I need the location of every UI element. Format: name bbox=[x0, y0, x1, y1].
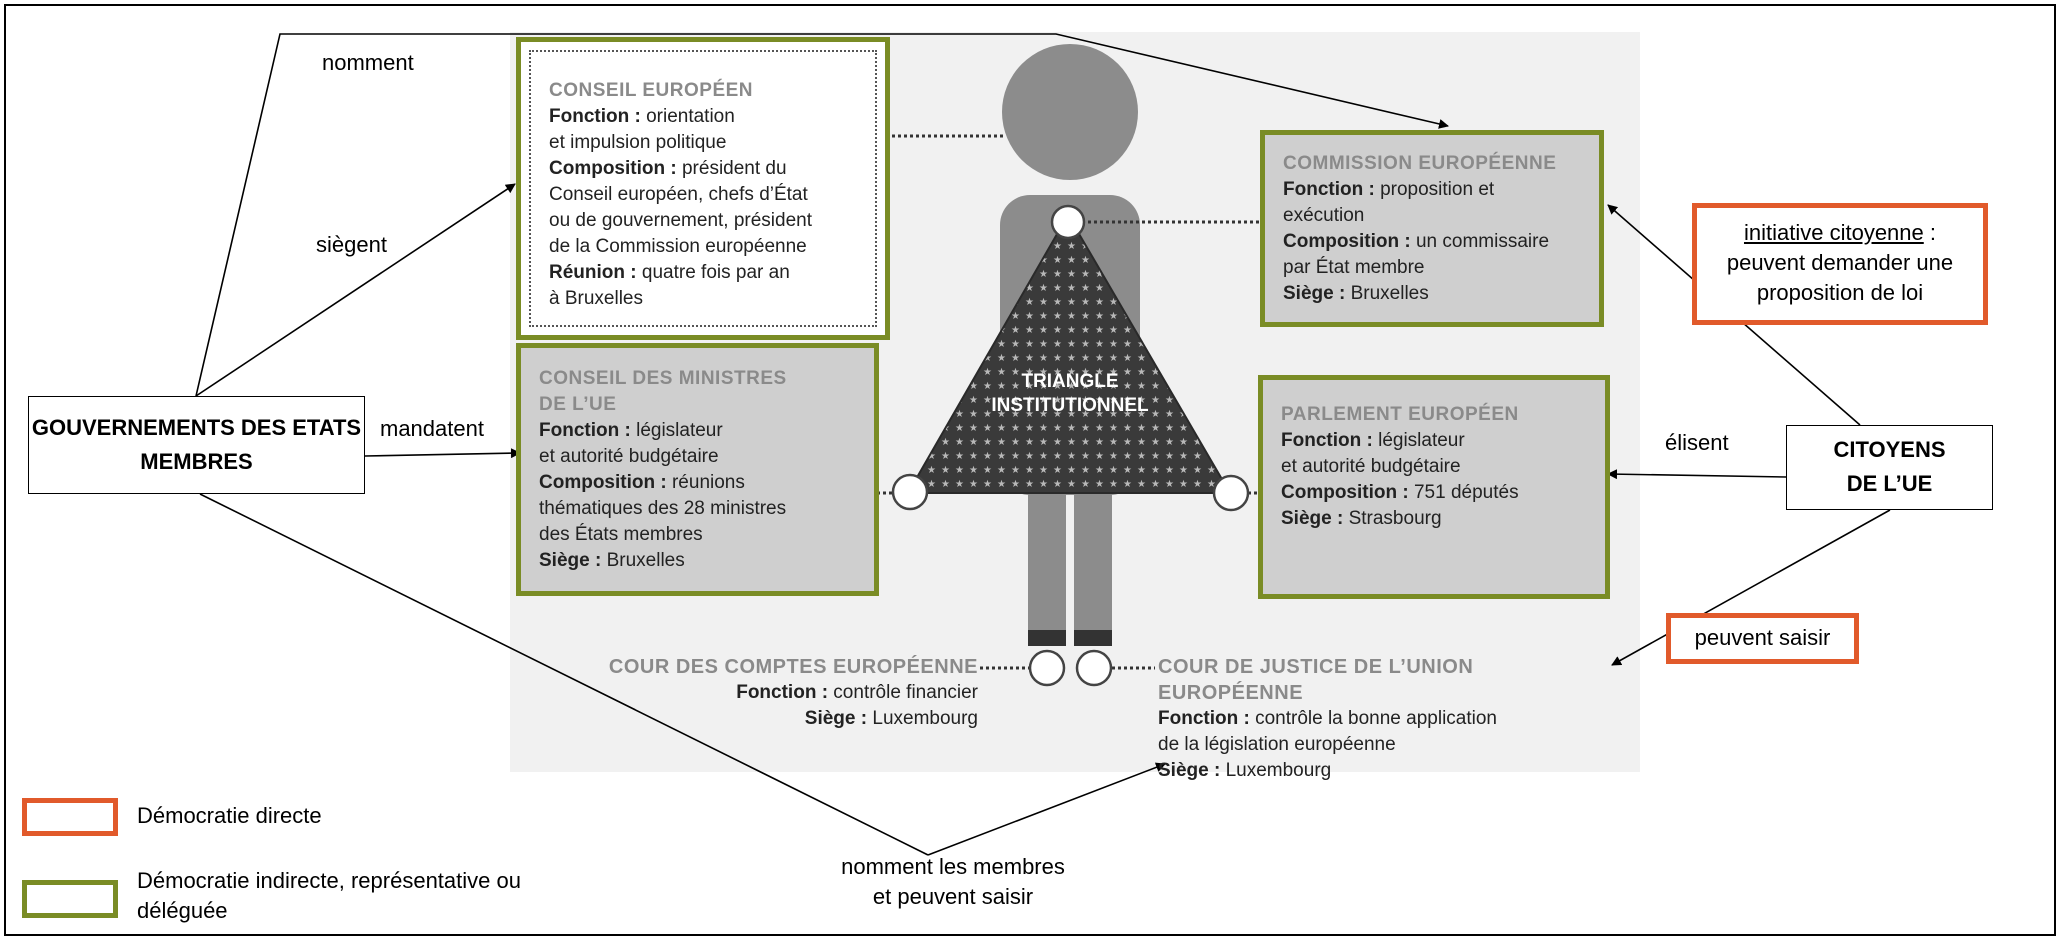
citizens-label: CITOYENS DE L’UE bbox=[1833, 437, 1946, 496]
conseil-europeen-box: CONSEIL EUROPÉEN Fonction : orientation … bbox=[516, 37, 890, 340]
composition-label: Composition : bbox=[539, 472, 667, 493]
fonction-label: Fonction : bbox=[1158, 708, 1250, 729]
composition-line: par État membre bbox=[1283, 257, 1425, 278]
siege-label: Siège : bbox=[1281, 508, 1344, 529]
fonction-value: contrôle financier bbox=[828, 682, 978, 703]
fonction-value-cont: et autorité budgétaire bbox=[1281, 456, 1461, 477]
fonction-label: Fonction : bbox=[539, 420, 631, 441]
label-line: et peuvent saisir bbox=[872, 884, 1034, 909]
siege-value: Bruxelles bbox=[1345, 283, 1429, 304]
composition-line: thématiques des 28 ministres bbox=[539, 498, 787, 519]
reunion-value: quatre fois par an bbox=[636, 262, 790, 283]
label-nomment: nomment bbox=[322, 50, 414, 75]
initiative-citoyenne-box: initiative citoyenne : peuvent demander … bbox=[1692, 203, 1988, 325]
fonction-value: proposition et bbox=[1374, 179, 1495, 200]
siege-value: Strasbourg bbox=[1343, 508, 1442, 529]
initiative-line: proposition de loi bbox=[1756, 280, 1924, 305]
legend-line: Démocratie indirecte, représentative ou bbox=[137, 868, 521, 893]
legend-line: déléguée bbox=[137, 898, 228, 923]
composition-line: Conseil européen, chefs d’État bbox=[549, 184, 808, 205]
parlement-title: PARLEMENT EUROPÉEN bbox=[1281, 404, 1519, 425]
siege-value: Luxembourg bbox=[867, 708, 978, 729]
initiative-line: peuvent demander une bbox=[1726, 250, 1954, 275]
legend-indirect-label: Démocratie indirecte, représentative ou … bbox=[137, 866, 521, 926]
fonction-label: Fonction : bbox=[1283, 179, 1375, 200]
triangle-label-line: TRIANGLE bbox=[1021, 371, 1119, 392]
composition-label: Composition : bbox=[549, 158, 677, 179]
connector-nodes bbox=[891, 204, 1250, 687]
conseil-ministres-box: CONSEIL DES MINISTRES DE L’UE Fonction :… bbox=[516, 343, 879, 596]
cour-comptes-title: COUR DES COMPTES EUROPÉENNE bbox=[608, 656, 978, 678]
label-elisent: élisent bbox=[1665, 430, 1729, 455]
fonction-value: législateur bbox=[1372, 430, 1465, 451]
legend-swatch-direct bbox=[22, 798, 118, 836]
composition-value: un commissaire bbox=[1410, 231, 1550, 252]
composition-value: 751 députés bbox=[1408, 482, 1519, 503]
composition-value: président du bbox=[676, 158, 787, 179]
conseil-europeen-title: CONSEIL EUROPÉEN bbox=[549, 80, 754, 101]
legend-swatch-indirect bbox=[22, 880, 118, 918]
composition-line: ou de gouvernement, président bbox=[549, 210, 813, 231]
commission-title: COMMISSION EUROPÉENNE bbox=[1283, 153, 1557, 174]
reunion-label: Réunion : bbox=[549, 262, 637, 283]
composition-label: Composition : bbox=[1283, 231, 1411, 252]
composition-value: réunions bbox=[666, 472, 745, 493]
reunion-value-cont: à Bruxelles bbox=[549, 288, 643, 309]
cour-justice-block: COUR DE JUSTICE DE L’UNION EUROPÉENNE Fo… bbox=[1158, 654, 1618, 784]
legend-direct-label: Démocratie directe bbox=[137, 803, 322, 828]
siege-label: Siège : bbox=[539, 550, 602, 571]
fonction-label: Fonction : bbox=[1281, 430, 1373, 451]
cour-comptes-block: COUR DES COMPTES EUROPÉENNE Fonction : c… bbox=[600, 654, 978, 732]
siege-label: Siège : bbox=[804, 708, 868, 729]
composition-label: Composition : bbox=[1281, 482, 1409, 503]
institutional-triangle bbox=[906, 213, 1232, 494]
diagram-frame bbox=[4, 4, 2056, 936]
siege-value: Luxembourg bbox=[1220, 760, 1332, 781]
label-mandatent: mandatent bbox=[380, 416, 484, 441]
cour-justice-title: COUR DE JUSTICE DE L’UNION EUROPÉENNE bbox=[1158, 656, 1474, 704]
siege-value: Bruxelles bbox=[601, 550, 685, 571]
fonction-value: orientation bbox=[640, 106, 735, 127]
conseil-ministres-title: CONSEIL DES MINISTRES bbox=[539, 368, 787, 389]
citizens-box: CITOYENS DE L’UE bbox=[1786, 425, 1993, 510]
fonction-value-cont: de la législation européenne bbox=[1158, 734, 1396, 755]
fonction-value-cont: et impulsion politique bbox=[549, 132, 727, 153]
governments-box: GOUVERNEMENTS DES ETATS MEMBRES bbox=[28, 396, 365, 494]
fonction-value: contrôle la bonne application bbox=[1249, 708, 1497, 729]
peuvent-saisir-label: peuvent saisir bbox=[1694, 625, 1831, 650]
triangle-label: TRIANGLE INSTITUTIONNEL bbox=[975, 370, 1165, 418]
governments-label: GOUVERNEMENTS DES ETATS MEMBRES bbox=[31, 415, 362, 474]
siege-label: Siège : bbox=[1158, 760, 1221, 781]
triangle-label-line: INSTITUTIONNEL bbox=[991, 395, 1149, 416]
label-siegent: siègent bbox=[316, 232, 387, 257]
fonction-label: Fonction : bbox=[736, 682, 829, 703]
fonction-value: législateur bbox=[630, 420, 723, 441]
composition-line: de la Commission européenne bbox=[549, 236, 807, 257]
initiative-citoyenne-title: initiative citoyenne bbox=[1743, 220, 1924, 245]
fonction-value-cont: exécution bbox=[1283, 205, 1365, 226]
fonction-label: Fonction : bbox=[549, 106, 641, 127]
arrows bbox=[195, 33, 1891, 856]
label-line: nomment les membres bbox=[841, 854, 1065, 879]
fonction-value-cont: et autorité budgétaire bbox=[539, 446, 719, 467]
siege-label: Siège : bbox=[1283, 283, 1346, 304]
commission-box: COMMISSION EUROPÉENNE Fonction : proposi… bbox=[1260, 130, 1604, 327]
parlement-box: PARLEMENT EUROPÉEN Fonction : législateu… bbox=[1258, 375, 1610, 599]
peuvent-saisir-box: peuvent saisir bbox=[1666, 613, 1859, 664]
composition-line: des États membres bbox=[539, 524, 703, 545]
label-nomment-membres: nomment les membres et peuvent saisir bbox=[800, 852, 1106, 912]
conseil-ministres-title-cont: DE L’UE bbox=[539, 394, 617, 415]
initiative-colon: : bbox=[1923, 220, 1936, 245]
